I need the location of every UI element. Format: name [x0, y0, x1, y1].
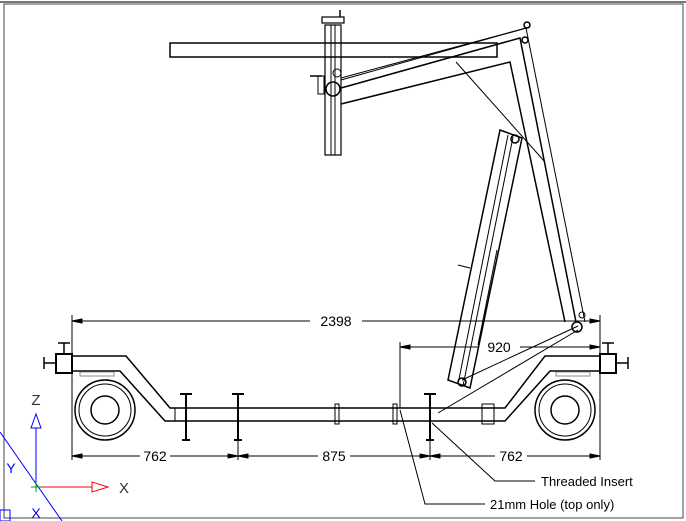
label-21mm-hole: 21mm Hole (top only)	[490, 497, 614, 512]
dim-middle-span: 875	[322, 448, 346, 464]
dim-cylinder-offset: 920	[487, 339, 511, 355]
dim-left-span: 762	[143, 448, 167, 464]
leveling-jacks	[180, 393, 436, 441]
wheel-left	[74, 371, 136, 441]
ucs-x-label: X	[119, 480, 129, 497]
base-frame	[43, 342, 629, 425]
dim-overall-width: 2398	[320, 313, 351, 329]
boom-assembly	[169, 10, 586, 414]
wheel-right	[534, 371, 596, 441]
drawing-frame	[3, 3, 684, 519]
ucs-x-small-label: X	[31, 505, 41, 521]
ucs-z-label: Z	[31, 392, 40, 409]
dimension-lines	[71, 315, 601, 460]
dim-right-span: 762	[499, 448, 523, 464]
label-threaded-insert: Threaded Insert	[541, 474, 633, 489]
leader-lines	[399, 409, 535, 505]
ucs-icon	[0, 412, 110, 521]
ucs-y-label: Y	[6, 460, 16, 476]
